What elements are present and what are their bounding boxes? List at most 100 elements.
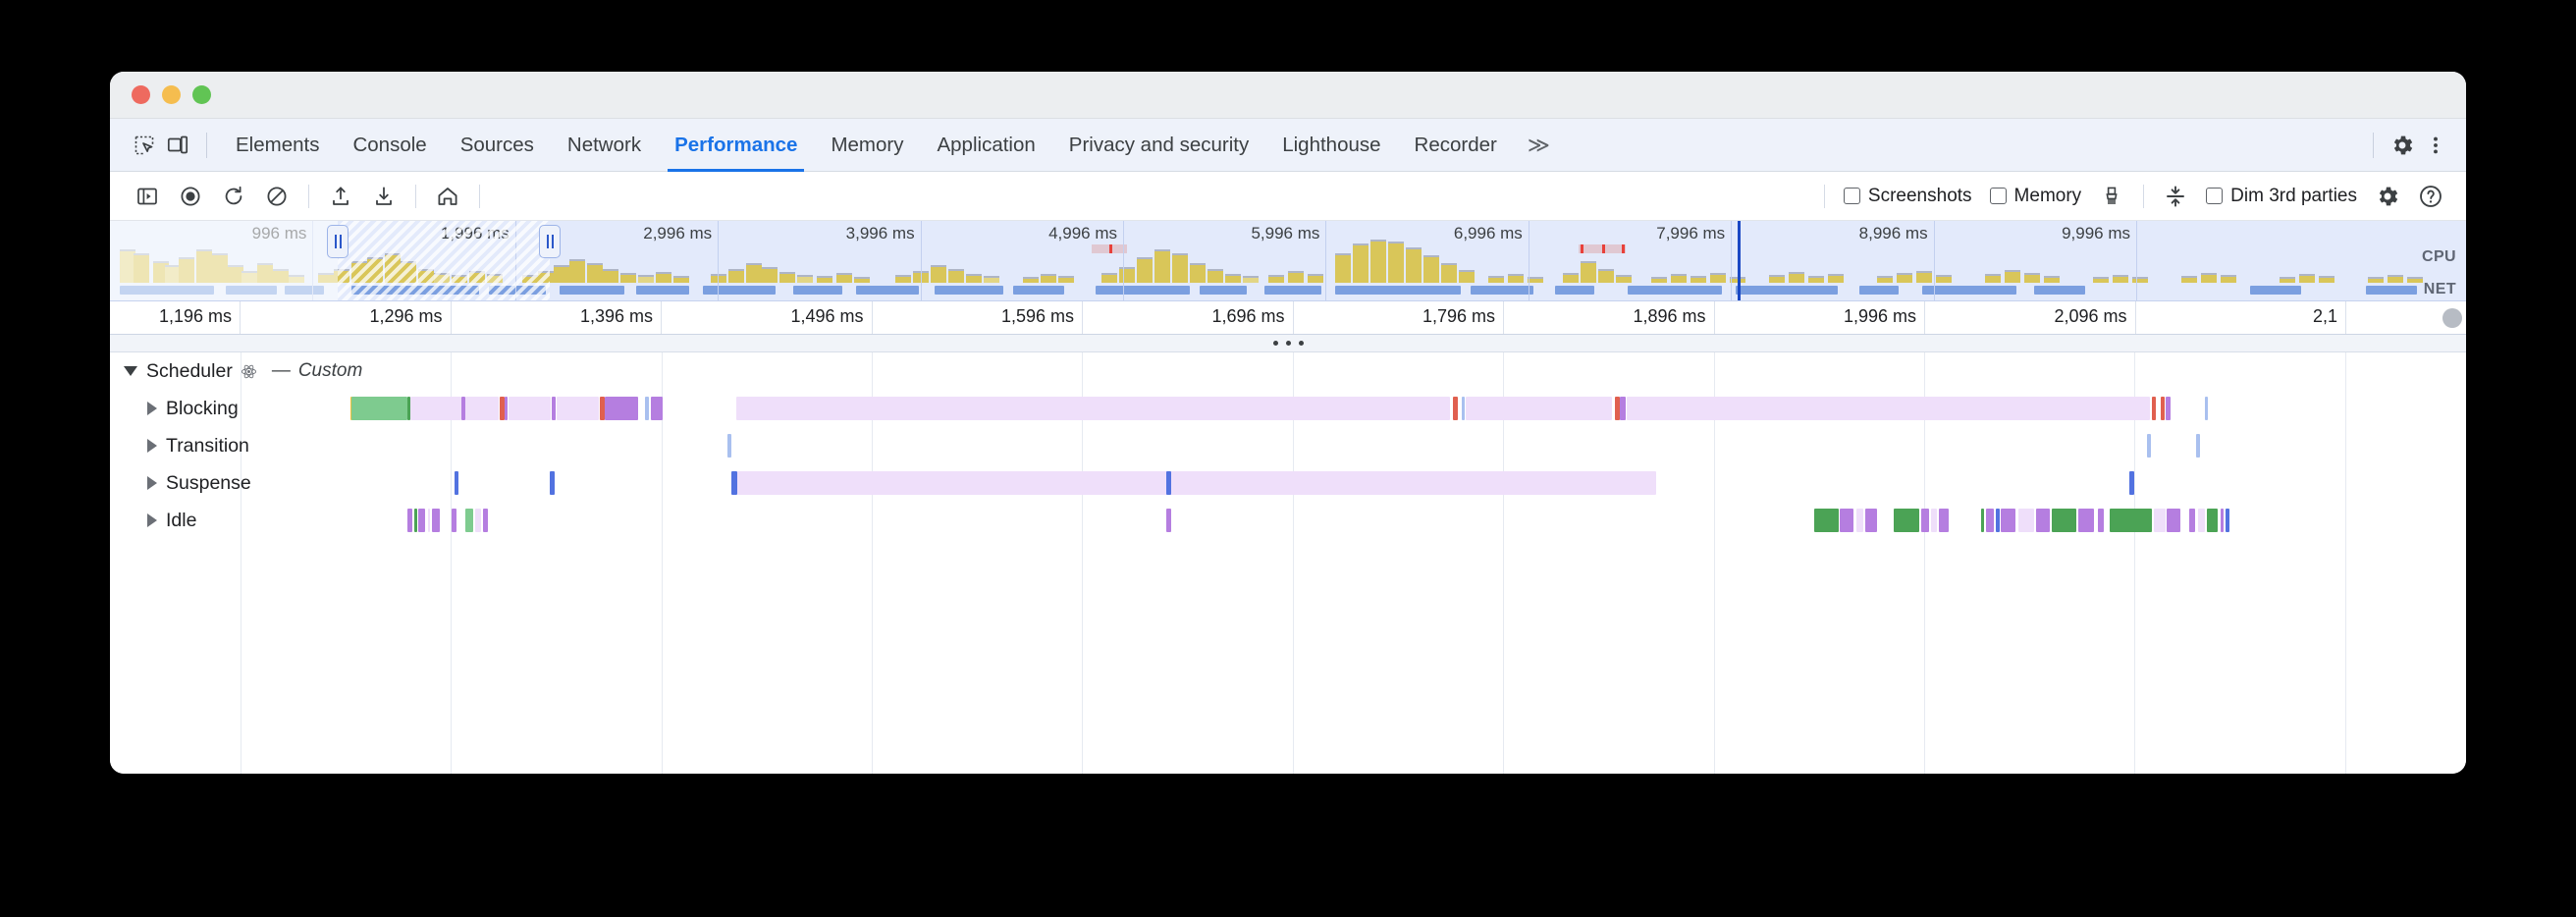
flame-event-bar[interactable] — [1930, 509, 1938, 532]
flame-event-bar[interactable] — [2098, 509, 2105, 532]
capture-settings-icon[interactable] — [2371, 180, 2404, 213]
flame-event-bar[interactable] — [1626, 397, 2151, 420]
tab-lighthouse[interactable]: Lighthouse — [1282, 133, 1381, 156]
flame-event-bar[interactable] — [605, 397, 639, 420]
collapse-tracks-icon[interactable] — [2159, 180, 2192, 213]
flame-event-bar[interactable] — [650, 397, 663, 420]
flame-event-bar[interactable] — [465, 397, 500, 420]
overview-window-handle-right[interactable] — [539, 225, 561, 258]
flame-event-bar[interactable] — [737, 471, 1656, 495]
flame-event-bar[interactable] — [406, 397, 410, 420]
clear-icon[interactable] — [260, 180, 294, 213]
flame-event-bar[interactable] — [2160, 397, 2165, 420]
more-options-icon[interactable] — [2419, 129, 2452, 162]
track-row-blocking[interactable]: Blocking — [110, 390, 2466, 427]
flame-event-bar[interactable] — [461, 397, 465, 420]
flame-event-bar[interactable] — [731, 471, 737, 495]
settings-gear-icon[interactable] — [2386, 129, 2419, 162]
upload-profile-icon[interactable] — [324, 180, 357, 213]
timeline-overview[interactable]: 996 ms1,996 ms2,996 ms3,996 ms4,996 ms5,… — [110, 221, 2466, 301]
tab-console[interactable]: Console — [352, 133, 427, 156]
home-icon[interactable] — [431, 180, 464, 213]
flame-event-bar[interactable] — [1466, 397, 1613, 420]
track-row-suspense[interactable]: Suspense — [110, 464, 2466, 502]
flame-event-bar[interactable] — [500, 397, 505, 420]
flame-event-bar[interactable] — [1452, 397, 1458, 420]
tab-sources[interactable]: Sources — [459, 133, 534, 156]
collect-garbage-icon[interactable] — [2095, 180, 2128, 213]
toggle-sidebar-icon[interactable] — [131, 180, 164, 213]
dim-3rd-parties-checkbox-box[interactable] — [2206, 188, 2224, 204]
flame-event-bar[interactable] — [549, 471, 556, 495]
memory-checkbox[interactable]: Memory — [1989, 186, 2081, 207]
record-icon[interactable] — [174, 180, 207, 213]
memory-checkbox-box[interactable] — [1989, 188, 2007, 204]
chevron-right-icon[interactable] — [147, 476, 157, 490]
chevron-down-icon[interactable] — [124, 366, 137, 376]
flame-event-bar[interactable] — [1995, 509, 2000, 532]
pane-resizer[interactable] — [110, 335, 2466, 352]
inspect-element-icon[interactable] — [128, 129, 161, 162]
flame-event-bar[interactable] — [2225, 509, 2229, 532]
flame-event-bar[interactable] — [504, 397, 509, 420]
flame-event-bar[interactable] — [2206, 509, 2219, 532]
horizontal-scrollbar-thumb[interactable] — [2442, 308, 2462, 328]
chevron-right-icon[interactable] — [147, 402, 157, 415]
flame-event-bar[interactable] — [735, 397, 1451, 420]
flame-event-bar[interactable] — [1980, 509, 1985, 532]
flame-event-bar[interactable] — [2198, 509, 2206, 532]
overview-window-handle-left[interactable] — [327, 225, 349, 258]
tab-privacy-and-security[interactable]: Privacy and security — [1068, 133, 1250, 156]
flame-event-bar[interactable] — [2166, 397, 2171, 420]
flame-event-bar[interactable] — [413, 509, 417, 532]
flame-event-bar[interactable] — [417, 509, 425, 532]
overview-playhead[interactable] — [1738, 221, 1741, 300]
flame-event-bar[interactable] — [552, 397, 557, 420]
flame-event-bar[interactable] — [1614, 397, 1620, 420]
flame-event-bar[interactable] — [509, 397, 552, 420]
more-tabs-icon[interactable]: ≫ — [1527, 132, 1550, 157]
flame-event-bar[interactable] — [1840, 509, 1853, 532]
tab-recorder[interactable]: Recorder — [1414, 133, 1497, 156]
flame-event-bar[interactable] — [465, 509, 474, 532]
screenshots-checkbox[interactable]: Screenshots — [1843, 186, 1972, 207]
flame-event-bar[interactable] — [1461, 397, 1465, 420]
tab-memory[interactable]: Memory — [831, 133, 904, 156]
track-row-idle[interactable]: Idle — [110, 502, 2466, 539]
chevron-right-icon[interactable] — [147, 513, 157, 527]
flame-event-bar[interactable] — [726, 434, 731, 458]
flame-event-bar[interactable] — [557, 397, 600, 420]
flame-event-bar[interactable] — [2167, 509, 2180, 532]
minimize-window-button[interactable] — [162, 85, 181, 104]
reload-and-record-icon[interactable] — [217, 180, 250, 213]
flame-event-bar[interactable] — [645, 397, 649, 420]
flame-event-bar[interactable] — [1894, 509, 1919, 532]
flame-event-bar[interactable] — [409, 397, 461, 420]
flame-event-bar[interactable] — [1986, 509, 1994, 532]
flame-event-bar[interactable] — [2051, 509, 2076, 532]
flame-event-bar[interactable] — [1166, 471, 1172, 495]
flame-event-bar[interactable] — [2189, 509, 2196, 532]
flame-event-bar[interactable] — [407, 509, 412, 532]
flame-event-bar[interactable] — [2000, 509, 2016, 532]
flame-event-bar[interactable] — [2204, 397, 2209, 420]
close-window-button[interactable] — [132, 85, 150, 104]
flame-event-bar[interactable] — [2153, 509, 2166, 532]
flame-event-bar[interactable] — [599, 397, 605, 420]
flame-event-bar[interactable] — [475, 509, 481, 532]
screenshots-checkbox-box[interactable] — [1843, 188, 1860, 204]
device-toolbar-icon[interactable] — [161, 129, 194, 162]
flame-event-bar[interactable] — [2147, 434, 2152, 458]
track-group-scheduler[interactable]: Scheduler — Custom — [110, 352, 2466, 390]
flame-event-bar[interactable] — [2220, 509, 2224, 532]
flame-event-bar[interactable] — [351, 397, 407, 420]
flame-event-bar[interactable] — [1938, 509, 1949, 532]
flame-event-bar[interactable] — [1856, 509, 1864, 532]
download-profile-icon[interactable] — [367, 180, 401, 213]
tab-performance[interactable]: Performance — [658, 119, 814, 172]
flame-event-bar[interactable] — [2018, 509, 2035, 532]
tab-network[interactable]: Network — [566, 133, 642, 156]
flame-event-bar[interactable] — [483, 509, 488, 532]
zoom-window-button[interactable] — [192, 85, 211, 104]
